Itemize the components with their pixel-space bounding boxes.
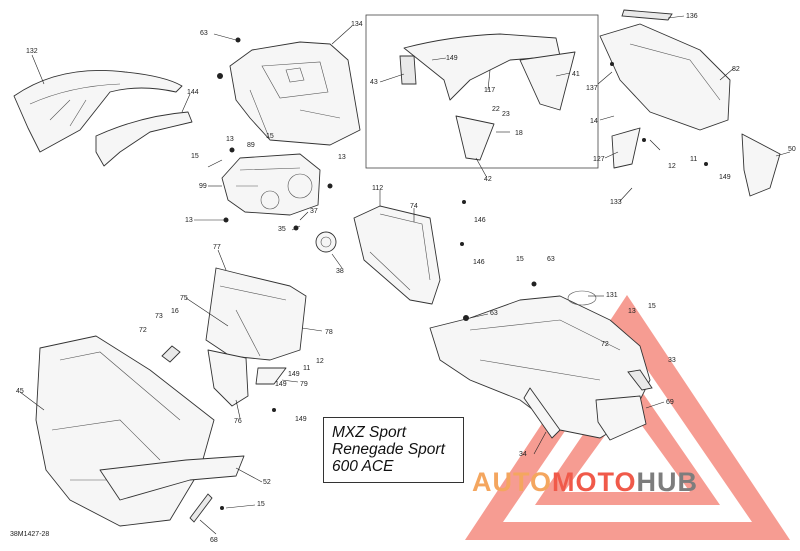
callout-label: 11 — [303, 365, 310, 372]
callout-label: 146 — [473, 259, 485, 266]
callout-label: 43 — [370, 79, 378, 86]
callout-label: 112 — [372, 185, 383, 192]
callout-label: 45 — [16, 388, 24, 395]
model-applicability-box: MXZ Sport Renegade Sport 600 ACE — [323, 417, 464, 483]
callout-label: 50 — [788, 146, 796, 153]
callout-label: 134 — [351, 21, 363, 28]
subassembly-frame — [365, 14, 599, 169]
callout-label: 69 — [666, 399, 674, 406]
callout-label: 12 — [316, 358, 324, 365]
callout-label: 16 — [171, 308, 179, 315]
part-134-console — [229, 41, 361, 146]
part-82-right-cowl — [599, 9, 731, 131]
callout-label: 22 — [492, 106, 500, 113]
callout-label: 149 — [295, 416, 307, 423]
model-line: MXZ Sport — [332, 424, 407, 441]
model-line: Renegade Sport — [332, 441, 445, 458]
callout-label: 75 — [180, 295, 188, 302]
callout-label: 149 — [275, 381, 287, 388]
callout-label: 23 — [502, 111, 510, 118]
brand-part-hub: HUB — [636, 467, 699, 497]
callout-label: 99 — [199, 183, 207, 190]
callout-label: 137 — [586, 85, 598, 92]
part-72-clip — [161, 345, 181, 363]
callout-label: 11 — [690, 156, 697, 163]
callout-label: 72 — [601, 341, 609, 348]
callout-label: 68 — [210, 537, 218, 544]
part-34-side-trim — [523, 387, 561, 439]
callout-label: 72 — [139, 327, 147, 334]
callout-label: 117 — [484, 87, 495, 94]
callout-label: 38 — [336, 268, 344, 275]
callout-label: 15 — [257, 501, 265, 508]
callout-label: 144 — [187, 89, 199, 96]
hardware-fasteners — [217, 37, 708, 510]
part-99-headlight — [221, 153, 321, 216]
callout-label: 35 — [278, 226, 286, 233]
watermark-brand-text: AUTOMOTOHUB — [472, 467, 698, 498]
brand-part-auto: AUTO — [472, 467, 553, 497]
callout-label: 42 — [484, 176, 492, 183]
callout-label: 37 — [310, 208, 318, 215]
model-line: 600 ACE — [332, 458, 394, 475]
part-69-bumper-bracket — [595, 395, 647, 441]
leader-lines — [19, 15, 791, 535]
part-68-strap — [189, 493, 213, 523]
callout-label: 15 — [648, 303, 656, 310]
callout-labels: 132 144 63 134 43 149 117 41 22 23 18 42… — [16, 13, 796, 544]
callout-label: 149 — [288, 371, 300, 378]
callout-label: 131 — [606, 292, 618, 299]
callout-label: 76 — [234, 418, 242, 425]
callout-label: 63 — [490, 310, 498, 317]
callout-label: 82 — [732, 66, 740, 73]
callout-label: 14 — [590, 118, 598, 125]
callout-label: 146 — [474, 217, 486, 224]
callout-label: 74 — [410, 203, 418, 210]
callout-label: 132 — [26, 48, 38, 55]
callout-label: 15 — [266, 133, 274, 140]
callout-label: 33 — [668, 357, 676, 364]
callout-label: 15 — [191, 153, 199, 160]
callout-label: 13 — [226, 136, 234, 143]
drawing-reference-number: 38M1427-28 — [10, 531, 50, 538]
brand-part-moto: MOTO — [552, 467, 637, 497]
callout-label: 149 — [446, 55, 458, 62]
part-112-side-panel — [353, 205, 441, 305]
callout-label: 79 — [300, 381, 308, 388]
callout-label: 34 — [519, 451, 527, 458]
callout-label: 136 — [686, 13, 698, 20]
part-52-lower-trim — [99, 455, 245, 501]
part-79-trim — [255, 367, 287, 385]
callout-label: 63 — [200, 30, 208, 37]
callout-label: 18 — [515, 130, 523, 137]
part-76-lower-panel — [207, 349, 249, 407]
callout-label: 127 — [593, 156, 605, 163]
callout-label: 52 — [263, 479, 271, 486]
callout-label: 133 — [610, 199, 622, 206]
part-127-bracket — [611, 127, 641, 169]
callout-label: 89 — [247, 142, 255, 149]
part-144-deflector — [95, 111, 193, 167]
callout-label: 78 — [325, 329, 333, 336]
callout-label: 149 — [719, 174, 731, 181]
part-132-windshield — [13, 69, 183, 153]
callout-label: 41 — [572, 71, 580, 78]
callout-label: 13 — [628, 308, 636, 315]
part-75-nose-panel — [205, 267, 307, 361]
callout-label: 13 — [185, 217, 193, 224]
callout-label: 13 — [338, 154, 346, 161]
part-117-hood-frame — [399, 33, 576, 161]
part-50-deflector — [741, 133, 781, 197]
callout-label: 12 — [668, 163, 676, 170]
part-38-gauge — [315, 231, 337, 253]
callout-label: 77 — [213, 244, 221, 251]
part-33-rod — [627, 369, 653, 391]
callout-label: 63 — [547, 256, 555, 263]
callout-label: 15 — [516, 256, 524, 263]
callout-label: 73 — [155, 313, 163, 320]
